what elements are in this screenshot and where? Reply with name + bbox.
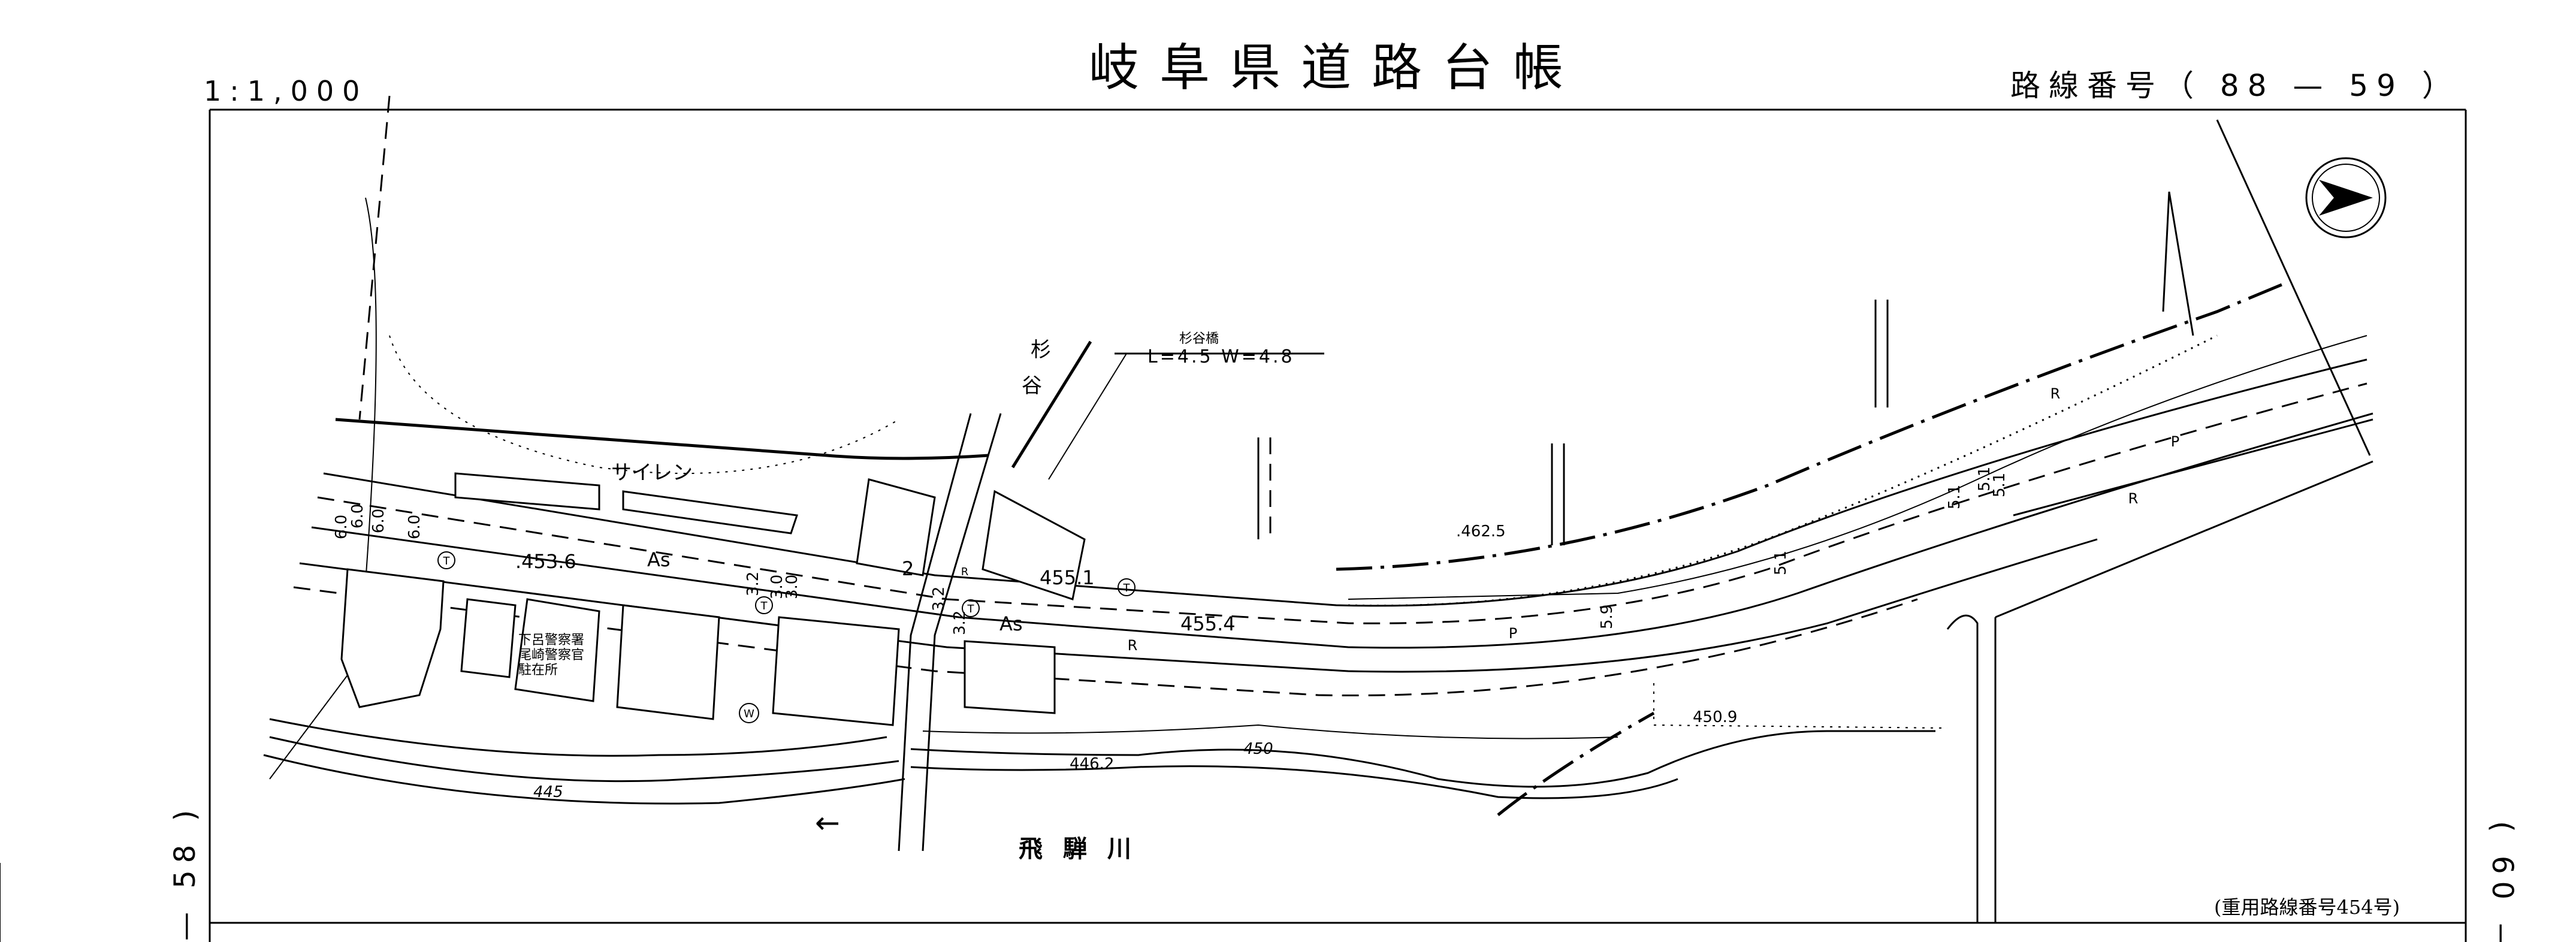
surface-as-2: As — [999, 612, 1023, 635]
elevation: 455.1 — [1040, 566, 1095, 589]
contour-label: 445 — [533, 783, 563, 801]
utility-symbol: T — [760, 600, 768, 612]
width-dim: 3.2 — [744, 572, 762, 596]
sheet-frame — [0, 108, 2467, 942]
elevation: 450.9 — [1693, 708, 1737, 726]
police-label-2: 尾崎警察官 — [518, 648, 584, 663]
width-dim: 5.9 — [1598, 605, 1616, 629]
utility-symbol: T — [1123, 582, 1131, 594]
page-title: 岐阜県道路台帳 — [1089, 38, 1584, 97]
width-dim: 3.0 — [768, 575, 786, 599]
road-symbol: R — [2128, 490, 2139, 507]
width-dim: 5.1 — [1772, 551, 1790, 575]
road-symbol: P — [1509, 625, 1517, 642]
elevation: 455.4 — [1180, 612, 1236, 635]
road-symbol: R — [1128, 637, 1138, 654]
boundary-line — [2216, 119, 2371, 456]
surface-as-1: As — [647, 548, 671, 571]
buildings — [340, 472, 1086, 726]
width-dim: 6.0 — [333, 515, 351, 539]
prefectural-road — [293, 191, 2373, 923]
scale-label: 1:1,000 — [204, 75, 368, 107]
elevation: .453.6 — [515, 550, 576, 573]
width-dim: 3.2 — [930, 587, 948, 611]
width-dim: 3.0 — [783, 575, 801, 599]
width-dim: 5.1 — [1991, 473, 2009, 497]
bridge-dimensions: L=4.5 W=4.8 — [1147, 346, 1295, 367]
sheet-ref-left[interactable]: — 58 ) — [168, 803, 202, 941]
north-arrow-icon — [2305, 157, 2387, 238]
utility-symbol: T — [967, 603, 975, 615]
road-symbol: R — [961, 566, 969, 578]
width-dim: 6.0 — [349, 504, 367, 529]
utility-symbol: W — [744, 708, 754, 720]
overlap-route-note: (重用路線番号454号) — [2214, 896, 2400, 919]
flow-arrow-icon: ← — [815, 805, 840, 840]
river-name: 飛 騨 川 — [1019, 835, 1137, 863]
road-symbol: P — [2171, 433, 2179, 450]
map-labels: 杉 谷 杉谷橋 L=4.5 W=4.8 サイレン 下呂警察署 尾崎警察官 駐在所… — [333, 331, 2179, 863]
route-number: 路線番号（ 88 — 59 ） — [2010, 68, 2460, 103]
elevation: .462.5 — [1456, 523, 1506, 541]
width-dim: 3.2 — [951, 611, 969, 635]
width-dim: 5.1 — [1976, 467, 1994, 491]
police-label-1: 下呂警察署 — [518, 633, 584, 648]
river-contours — [263, 95, 1948, 816]
width-dim: 6.0 — [370, 509, 388, 533]
width-dim: 6.0 — [406, 515, 424, 539]
sheet-ref-right[interactable]: ( 60 — — [2486, 821, 2519, 942]
marker-2: 2 — [902, 557, 914, 580]
bridge-name: 杉谷橋 — [1179, 331, 1219, 346]
width-dim: 5.1 — [1946, 485, 1964, 509]
label-sugi: 杉 — [1031, 338, 1051, 362]
elevation: 446.2 — [1070, 755, 1114, 773]
label-siren: サイレン — [611, 461, 693, 485]
road-symbol: R — [2050, 385, 2061, 402]
label-tani: 谷 — [1022, 374, 1042, 398]
utility-symbol: T — [443, 555, 451, 567]
contour-label: 450 — [1243, 740, 1273, 758]
police-label-3: 駐在所 — [518, 663, 558, 678]
